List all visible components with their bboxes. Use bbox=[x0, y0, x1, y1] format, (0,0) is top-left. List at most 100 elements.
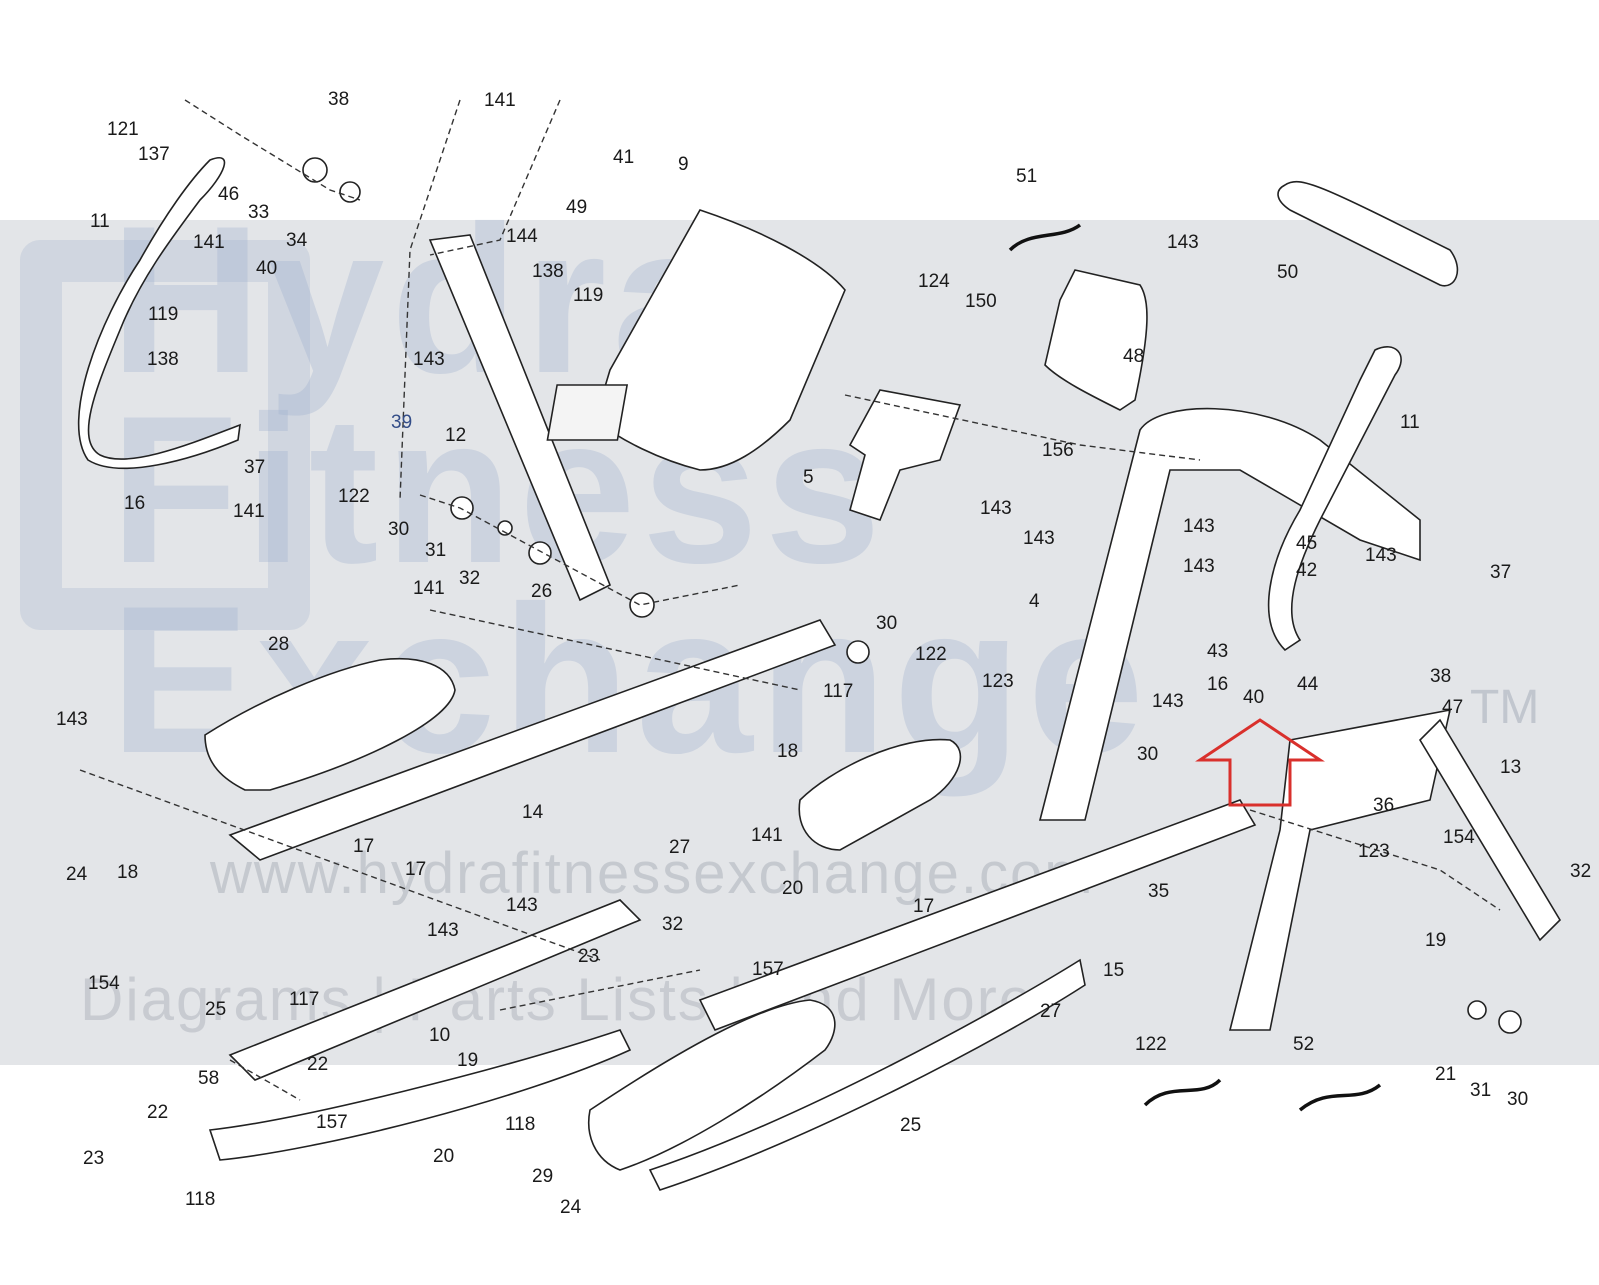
part-callout-17: 17 bbox=[913, 896, 934, 917]
washer bbox=[450, 496, 474, 520]
assembly-line bbox=[419, 494, 741, 606]
watermark-logo-mark bbox=[20, 240, 310, 630]
bushing bbox=[528, 541, 552, 565]
part-callout-12: 12 bbox=[445, 425, 466, 446]
bearing bbox=[302, 157, 328, 183]
console bbox=[594, 209, 846, 471]
part-callout-143: 143 bbox=[1167, 232, 1199, 253]
washer bbox=[1467, 1000, 1487, 1020]
part-callout-30: 30 bbox=[876, 613, 897, 634]
part-callout-30: 30 bbox=[1137, 744, 1158, 765]
part-callout-141: 141 bbox=[413, 578, 445, 599]
part-callout-157: 157 bbox=[752, 959, 784, 980]
assembly-line bbox=[229, 1059, 301, 1101]
part-callout-150: 150 bbox=[965, 291, 997, 312]
part-callout-32: 32 bbox=[1570, 861, 1591, 882]
part-callout-38: 38 bbox=[328, 89, 349, 110]
part-callout-143: 143 bbox=[1183, 516, 1215, 537]
part-callout-143: 143 bbox=[413, 349, 445, 370]
washer bbox=[1498, 1010, 1522, 1034]
part-callout-23: 23 bbox=[578, 946, 599, 967]
part-callout-16: 16 bbox=[124, 493, 145, 514]
part-callout-42: 42 bbox=[1296, 560, 1317, 581]
assembly-line bbox=[399, 99, 461, 501]
part-callout-33: 33 bbox=[248, 202, 269, 223]
part-callout-143: 143 bbox=[427, 920, 459, 941]
part-callout-45: 45 bbox=[1296, 533, 1317, 554]
part-callout-16: 16 bbox=[1207, 674, 1228, 695]
part-callout-122: 122 bbox=[338, 486, 370, 507]
part-callout-154: 154 bbox=[88, 973, 120, 994]
part-callout-141: 141 bbox=[193, 232, 225, 253]
part-callout-29: 29 bbox=[532, 1166, 553, 1187]
assembly-line bbox=[79, 769, 601, 961]
rear-shroud bbox=[1044, 269, 1148, 411]
part-callout-117: 117 bbox=[823, 681, 853, 702]
assembly-line bbox=[499, 969, 701, 1011]
part-callout-118: 118 bbox=[505, 1114, 535, 1135]
cable-58 bbox=[1298, 1083, 1382, 1112]
part-callout-27: 27 bbox=[669, 837, 690, 858]
right-pedal bbox=[588, 999, 836, 1171]
part-callout-20: 20 bbox=[782, 878, 803, 899]
left-rail bbox=[228, 899, 642, 1081]
part-callout-32: 32 bbox=[459, 568, 480, 589]
assembly-line bbox=[184, 99, 361, 201]
part-callout-35: 35 bbox=[1148, 881, 1169, 902]
bushing bbox=[629, 592, 655, 618]
part-callout-21: 21 bbox=[1435, 1064, 1456, 1085]
part-callout-15: 15 bbox=[1103, 960, 1124, 981]
assembly-line bbox=[429, 609, 801, 691]
part-callout-28: 28 bbox=[268, 634, 289, 655]
part-callout-10: 10 bbox=[429, 1025, 450, 1046]
part-callout-143: 143 bbox=[1365, 545, 1397, 566]
part-callout-25: 25 bbox=[900, 1115, 921, 1136]
part-callout-119: 119 bbox=[148, 304, 178, 325]
part-callout-143: 143 bbox=[1023, 528, 1055, 549]
part-callout-36: 36 bbox=[1373, 795, 1394, 816]
part-callout-14: 14 bbox=[522, 802, 544, 823]
part-callout-51: 51 bbox=[1016, 166, 1037, 187]
part-callout-119: 119 bbox=[573, 285, 603, 306]
part-callout-22: 22 bbox=[147, 1102, 168, 1123]
rear-leg bbox=[1418, 718, 1562, 942]
part-callout-138: 138 bbox=[147, 349, 179, 370]
right-pedal-arm bbox=[698, 799, 1257, 1032]
part-callout-31: 31 bbox=[425, 540, 446, 561]
part-callout-156: 156 bbox=[1042, 440, 1074, 461]
part-callout-52: 52 bbox=[1293, 1034, 1314, 1055]
bearing bbox=[339, 181, 361, 203]
transport-handle bbox=[1277, 180, 1459, 287]
part-callout-11: 11 bbox=[1400, 412, 1420, 433]
rear-frame bbox=[1228, 708, 1452, 1031]
part-callout-39: 39 bbox=[391, 412, 412, 433]
part-callout-122: 122 bbox=[915, 644, 947, 665]
part-callout-26: 26 bbox=[531, 581, 552, 602]
part-callout-27: 27 bbox=[1040, 1001, 1061, 1022]
part-callout-123: 123 bbox=[982, 671, 1014, 692]
part-callout-24: 24 bbox=[66, 864, 88, 885]
part-callout-50: 50 bbox=[1277, 262, 1298, 283]
left-handlebar bbox=[77, 157, 241, 470]
part-callout-19: 19 bbox=[457, 1050, 478, 1071]
part-callout-18: 18 bbox=[777, 741, 798, 762]
part-callout-121: 121 bbox=[107, 119, 139, 140]
part-callout-141: 141 bbox=[751, 825, 783, 846]
console-speaker bbox=[546, 384, 629, 441]
cable-52 bbox=[1143, 1078, 1222, 1107]
part-callout-49: 49 bbox=[566, 197, 587, 218]
part-callout-37: 37 bbox=[1490, 562, 1511, 583]
part-callout-154: 154 bbox=[1443, 827, 1475, 848]
left-rail-base bbox=[208, 1029, 632, 1161]
part-callout-144: 144 bbox=[506, 226, 538, 247]
assembly-line bbox=[844, 394, 1201, 461]
part-callout-31: 31 bbox=[1470, 1080, 1491, 1101]
left-pedal bbox=[204, 658, 456, 791]
part-callout-143: 143 bbox=[1183, 556, 1215, 577]
part-callout-18: 18 bbox=[117, 862, 138, 883]
part-callout-41: 41 bbox=[613, 147, 634, 168]
assembly-line bbox=[429, 99, 561, 256]
part-callout-19: 19 bbox=[1425, 930, 1446, 951]
